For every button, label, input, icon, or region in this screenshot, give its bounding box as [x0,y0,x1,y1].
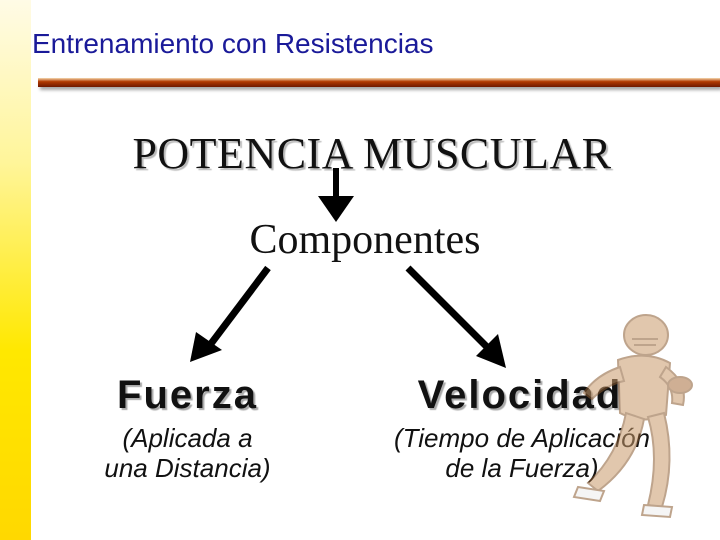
arrow-to-fuerza-head [190,332,222,362]
fuerza-subtitle-line1: (Aplicada a [122,423,253,453]
title-underline-rule [38,78,720,87]
arrow-to-fuerza [207,265,271,348]
velocidad-subtitle-line2: de la Fuerza) [445,453,599,483]
fuerza-subtitle-line2: una Distancia) [104,453,271,483]
yellow-side-bar [0,0,31,540]
football-player-image [572,314,693,519]
velocidad-subtitle-line1: (Tiempo de Aplicación [393,423,651,453]
components-label: Componentes [249,217,481,263]
slide-title: Entrenamiento con Resistencias [32,28,434,59]
fuerza-title: Fuerza [117,373,258,417]
arrow-to-velocidad-head [476,334,506,368]
arrow-down-head [318,196,354,222]
main-concept: POTENCIA MUSCULAR [132,129,612,178]
velocidad-subtitle: (Tiempo de Aplicación de la Fuerza) [352,423,692,483]
fuerza-subtitle: (Aplicada a una Distancia) [70,423,305,483]
arrow-to-velocidad [405,265,491,351]
